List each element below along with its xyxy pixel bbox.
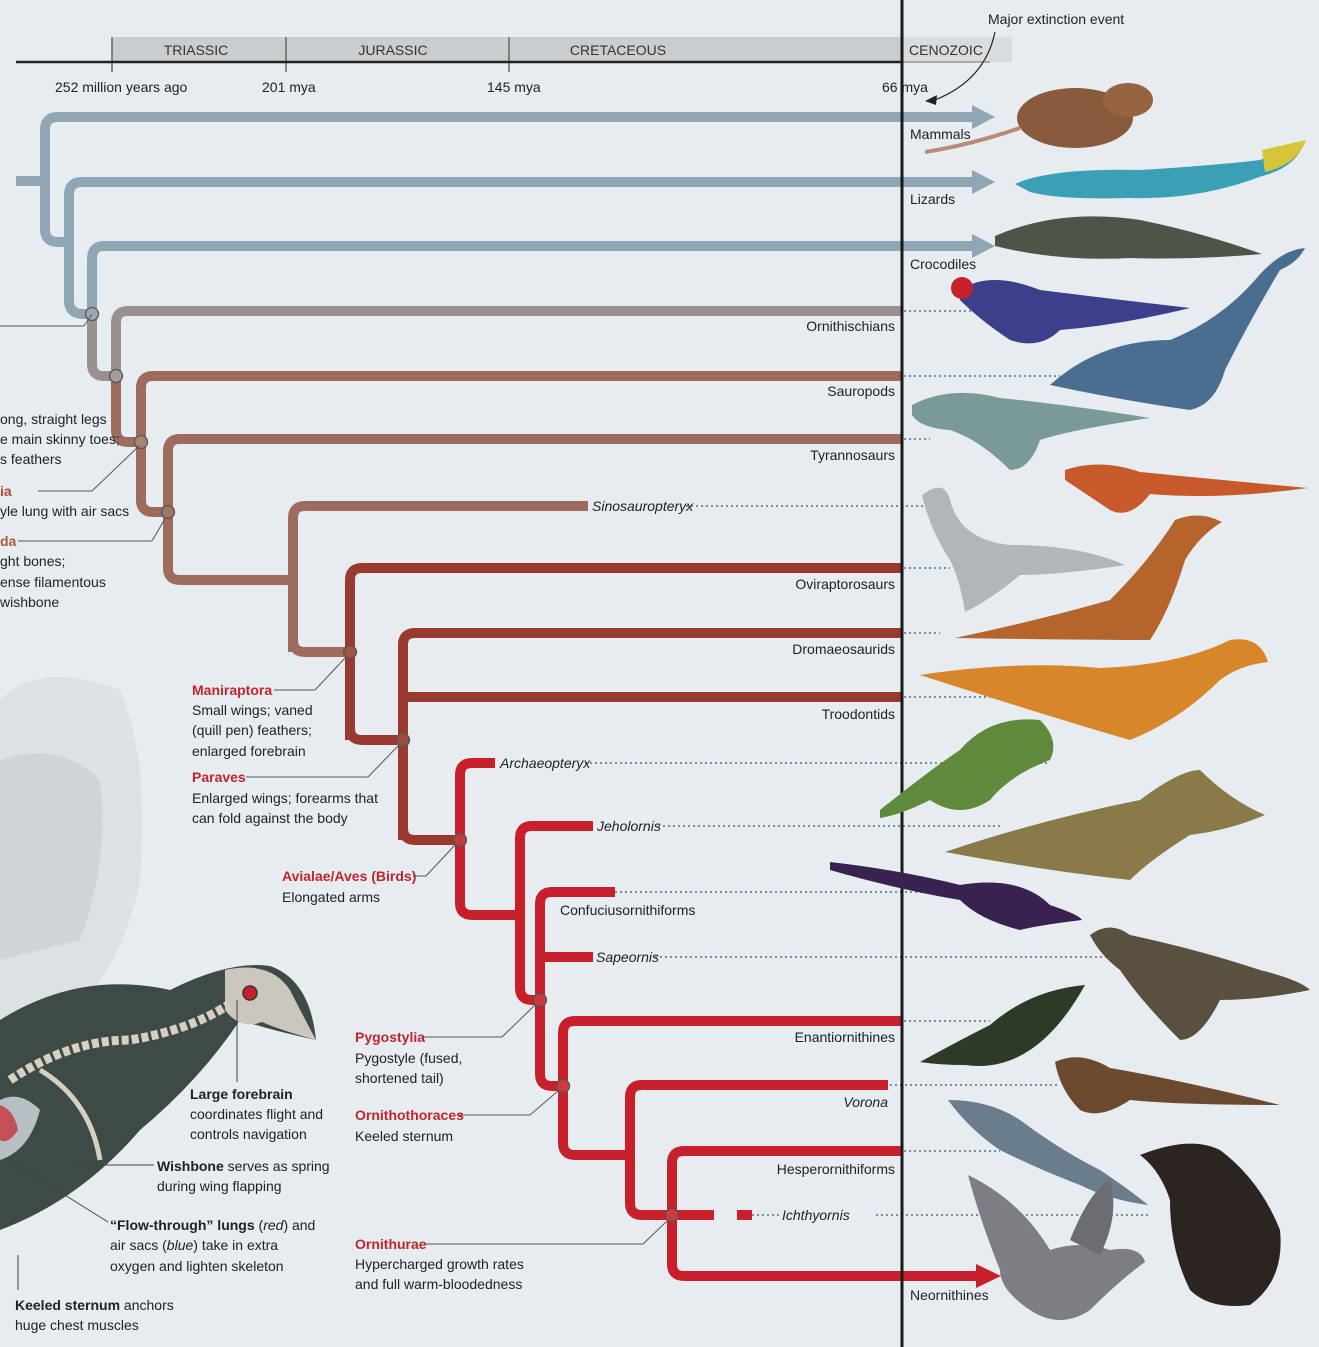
enantiornithine-icon xyxy=(920,985,1085,1066)
label-sinosauropteryx: Sinosauropteryx xyxy=(592,498,694,514)
paraves-title: Paraves xyxy=(192,769,246,785)
left-note-line: yle lung with air sacs xyxy=(0,503,129,519)
maniraptoran-branches xyxy=(350,568,902,840)
paraves-desc: can fold against the body xyxy=(192,810,348,826)
troodontid-icon xyxy=(920,639,1268,740)
label-oviraptorosaurs: Oviraptorosaurs xyxy=(795,576,895,592)
eye-icon xyxy=(243,986,257,1000)
pygostylia-title: Pygostylia xyxy=(355,1029,425,1045)
sauropod-icon xyxy=(1050,248,1305,410)
archaeopteryx-icon xyxy=(880,719,1053,818)
lizard-icon xyxy=(1015,140,1306,198)
label-vorona: Vorona xyxy=(843,1094,888,1110)
label-hesperornithiforms: Hesperornithiforms xyxy=(777,1161,895,1177)
era-cretaceous: CRETACEOUS xyxy=(570,42,666,58)
outgroup-arrowheads xyxy=(972,105,995,258)
outgroup-branches xyxy=(16,117,975,314)
label-enantiornithines: Enantiornithines xyxy=(795,1029,895,1045)
left-note-line: ong, straight legs xyxy=(0,411,107,427)
label-crocodiles: Crocodiles xyxy=(910,256,976,272)
sternum-label: Keeled sternum anchors xyxy=(15,1297,174,1313)
wishbone-label: Wishbone serves as spring xyxy=(157,1158,330,1174)
vorona-icon xyxy=(1055,1057,1280,1113)
maniraptora-desc: Small wings; vaned xyxy=(192,702,313,718)
sternum-desc: huge chest muscles xyxy=(15,1317,139,1333)
forebrain-title: Large forebrain xyxy=(190,1086,293,1102)
pygostylia-desc: Pygostyle (fused, xyxy=(355,1050,462,1066)
left-note-line: wishbone xyxy=(0,594,59,610)
era-cenozoic: CENOZOIC xyxy=(909,42,983,58)
label-neornithines: Neornithines xyxy=(910,1287,989,1303)
left-note-line: s feathers xyxy=(0,451,61,467)
ornithurae-title: Ornithurae xyxy=(355,1236,427,1252)
left-note-title: da xyxy=(0,533,17,549)
clade-labels: Mammals Lizards Crocodiles Ornithischian… xyxy=(499,126,989,1303)
avialae-title: Avialae/Aves (Birds) xyxy=(282,868,416,884)
label-lizards: Lizards xyxy=(910,191,955,207)
forebrain-desc: controls navigation xyxy=(190,1126,307,1142)
left-note-line: ght bones; xyxy=(0,553,65,569)
bird-branches xyxy=(460,763,978,1276)
era-band xyxy=(112,37,902,62)
left-notes: ong, straight legs e main skinny toes; s… xyxy=(0,411,129,610)
tick-145: 145 mya xyxy=(487,79,541,95)
label-confuciusornithiforms: Confuciusornithiforms xyxy=(560,902,695,918)
ornithurae-desc: Hypercharged growth rates xyxy=(355,1256,524,1272)
extinction-label: Major extinction event xyxy=(988,11,1124,27)
sapeornis-icon xyxy=(1090,928,1310,1041)
ornithurae-desc: and full warm-bloodedness xyxy=(355,1276,522,1292)
label-tyrannosaurs: Tyrannosaurs xyxy=(810,447,895,463)
label-sapeornis: Sapeornis xyxy=(596,949,659,965)
confuciusornis-icon xyxy=(830,862,1082,930)
maniraptora-desc: enlarged forebrain xyxy=(192,743,306,759)
lungs-desc: air sacs (blue) take in extra xyxy=(110,1237,278,1253)
maniraptora-title: Maniraptora xyxy=(192,682,272,698)
bird-anatomy-illustration xyxy=(0,677,316,1230)
neornithines-arrowhead xyxy=(976,1264,1001,1288)
tick-201: 201 mya xyxy=(262,79,316,95)
crocodile-icon xyxy=(995,216,1262,258)
left-note-line: ense filamentous xyxy=(0,574,106,590)
paraves-desc: Enlarged wings; forearms that xyxy=(192,790,378,806)
oviraptorosaur-icon xyxy=(922,488,1125,612)
tick-66: 66 mya xyxy=(882,79,928,95)
wishbone-desc: during wing flapping xyxy=(157,1178,282,1194)
label-dromaeosaurids: Dromaeosaurids xyxy=(792,641,895,657)
pygostylia-desc: shortened tail) xyxy=(355,1070,444,1086)
tick-252: 252 million years ago xyxy=(55,79,188,95)
ornithothoraces-title: Ornithothoraces xyxy=(355,1107,464,1123)
lungs-desc: oxygen and lighten skeleton xyxy=(110,1258,284,1274)
sinosauropteryx-icon xyxy=(1065,464,1308,512)
lungs-label: “Flow-through” lungs (red) and xyxy=(110,1217,315,1233)
left-note-line: e main skinny toes; xyxy=(0,431,120,447)
label-ichthyornis: Ichthyornis xyxy=(782,1207,850,1223)
maniraptora-desc: (quill pen) feathers; xyxy=(192,722,312,738)
label-ornithischians: Ornithischians xyxy=(806,318,895,334)
saurischian-branches xyxy=(116,376,902,652)
left-note-title: ia xyxy=(0,483,12,499)
ichthyornis-icon xyxy=(1140,1144,1281,1306)
label-sauropods: Sauropods xyxy=(827,383,895,399)
era-triassic: TRIASSIC xyxy=(164,42,229,58)
label-archaeopteryx: Archaeopteryx xyxy=(499,755,591,771)
label-jeholornis: Jeholornis xyxy=(596,818,661,834)
label-mammals: Mammals xyxy=(910,126,971,142)
ornithischian-branch xyxy=(92,311,902,376)
timeline: TRIASSIC JURASSIC CRETACEOUS CENOZOIC 25… xyxy=(16,11,1124,105)
ornithothoraces-desc: Keeled sternum xyxy=(355,1128,453,1144)
forebrain-desc: coordinates flight and xyxy=(190,1106,323,1122)
avialae-desc: Elongated arms xyxy=(282,889,380,905)
ornithischian-icon xyxy=(951,277,1190,343)
era-jurassic: JURASSIC xyxy=(358,42,427,58)
tyrannosaur-icon xyxy=(912,393,1150,470)
label-troodontids: Troodontids xyxy=(822,706,895,722)
